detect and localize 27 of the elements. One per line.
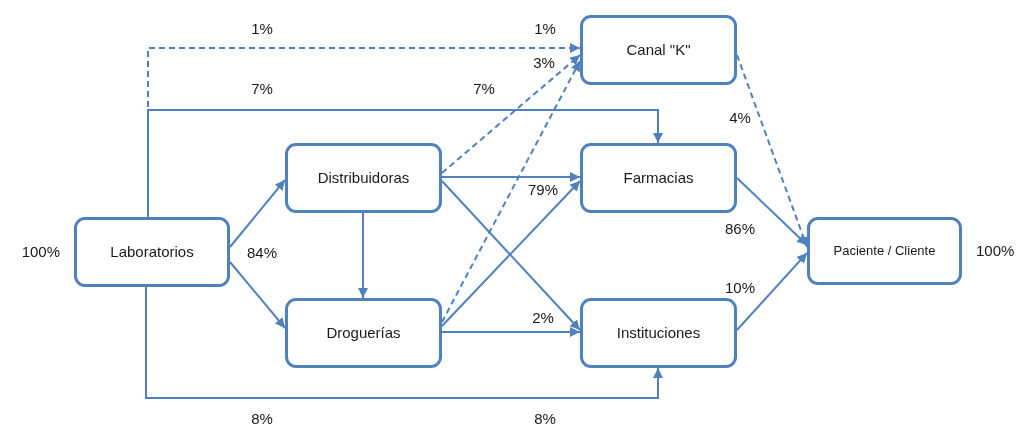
process-box — [807, 217, 962, 285]
process-box — [580, 143, 737, 213]
arrow — [441, 172, 581, 182]
process-box — [74, 217, 230, 287]
arrow — [441, 327, 581, 337]
arrow — [358, 212, 368, 299]
node-label: Paciente / Cliente — [833, 241, 936, 260]
node-label: Farmacias — [623, 168, 694, 189]
process-box — [285, 298, 442, 368]
process-box — [580, 298, 737, 368]
node-label: Distribuidoras — [317, 168, 410, 189]
arrow — [229, 179, 286, 248]
arrow — [736, 177, 808, 246]
node-label: Canal "K" — [626, 40, 691, 61]
arrow — [441, 54, 581, 174]
node-label: Droguerías — [326, 323, 401, 344]
node-label: Laboratorios — [110, 242, 194, 263]
arrow — [229, 261, 286, 329]
arrow — [145, 286, 663, 399]
percentage-label: 100% — [976, 242, 1015, 259]
arrow — [736, 252, 808, 331]
node-label: Instituciones — [616, 323, 701, 344]
process-box — [580, 15, 737, 85]
arrow — [736, 54, 809, 248]
arrow — [441, 60, 581, 323]
percentage-label: 100% — [21, 243, 60, 260]
process-box — [285, 143, 442, 213]
